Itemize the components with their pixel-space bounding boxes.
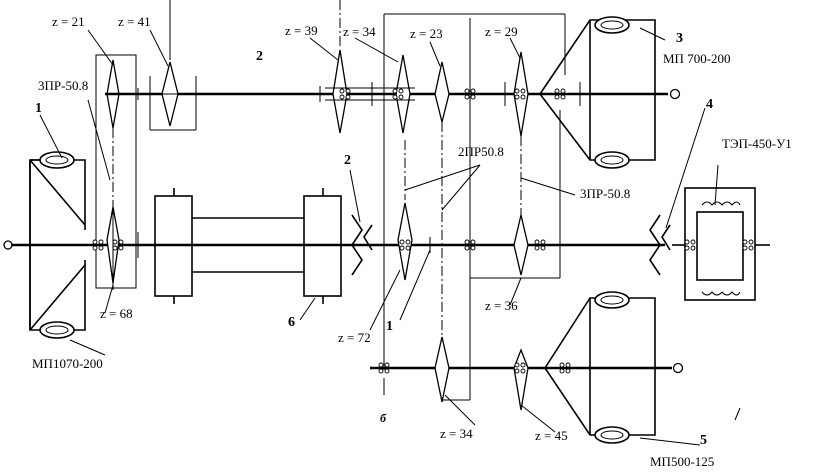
cone-clutch-right <box>649 214 671 276</box>
label-num4: 4 <box>706 97 713 112</box>
label-z34-top: z = 34 <box>343 24 376 39</box>
label-z45: z = 45 <box>535 428 568 443</box>
label-num2-left: 2 <box>344 153 351 168</box>
bottom-right-drum <box>544 291 656 444</box>
sprocket-z39 <box>332 0 348 134</box>
left-drum-assembly <box>3 151 86 339</box>
label-chain-mid: 2ПР50.8 <box>458 144 504 159</box>
label-motor-top: МП 700-200 <box>663 51 731 66</box>
label-z72: z = 72 <box>338 330 371 345</box>
sprocket-z45 <box>513 348 529 411</box>
label-motor-left: МП1070-200 <box>32 356 103 371</box>
label-motor-electric: ТЭП-450-У1 <box>722 136 792 151</box>
sprocket-z34-top <box>395 54 411 134</box>
sprocket-z68 <box>106 200 120 290</box>
label-shaft2: 2 <box>256 49 263 64</box>
cone-clutch-left <box>351 214 373 276</box>
label-z36: z = 36 <box>485 298 518 313</box>
chain-loop-left <box>95 54 137 289</box>
label-num3: 3 <box>676 31 683 46</box>
sprocket-z36 <box>513 214 529 276</box>
sprocket-z72 <box>397 140 413 281</box>
label-z39: z = 39 <box>285 23 318 38</box>
electric-motor <box>672 187 770 301</box>
label-chain-right: 3ПР-50.8 <box>580 186 630 201</box>
sprocket-z41 <box>149 0 197 131</box>
label-num6: 6 <box>288 315 295 330</box>
label-z23: z = 23 <box>410 26 443 41</box>
sprocket-z29 <box>513 51 529 137</box>
label-z34-bottom: z = 34 <box>440 426 473 441</box>
label-chain-left: 3ПР-50.8 <box>38 78 88 93</box>
leader-lines <box>39 27 741 446</box>
label-motor-bottom: МП500-125 <box>650 454 714 469</box>
label-num5: 5 <box>700 433 707 448</box>
drum-main <box>154 188 342 304</box>
sprocket-z34-bottom <box>434 336 450 403</box>
label-sub-b: б <box>380 411 387 425</box>
label-z41: z = 41 <box>118 14 151 29</box>
label-num1-left: 1 <box>35 101 42 116</box>
label-z68: z = 68 <box>100 306 133 321</box>
label-z29: z = 29 <box>485 24 518 39</box>
label-z21: z = 21 <box>52 14 85 29</box>
label-num1-mid: 1 <box>386 319 393 334</box>
sprocket-z23 <box>434 61 450 123</box>
top-right-drum <box>539 16 668 169</box>
